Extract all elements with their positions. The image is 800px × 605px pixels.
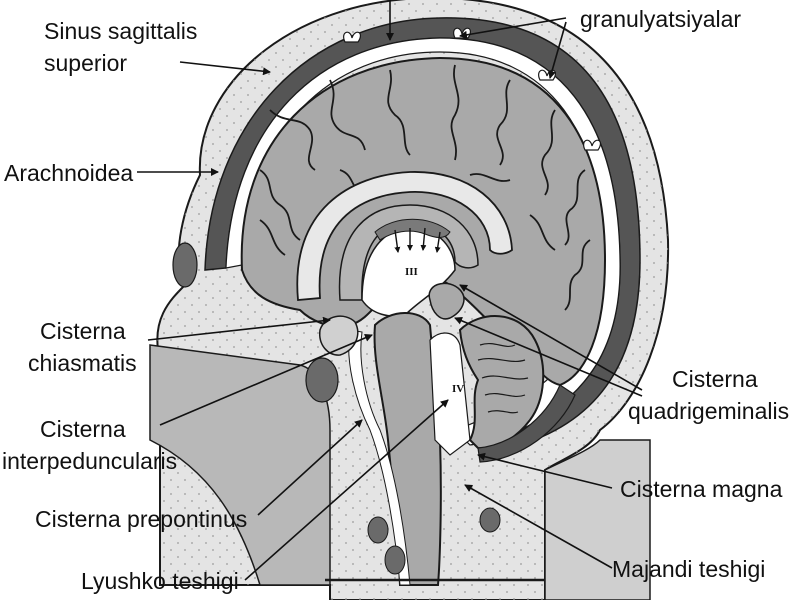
sphenoid-sinus <box>305 357 339 403</box>
vertebra-2 <box>384 545 406 575</box>
brainstem-outer-channel <box>348 329 411 586</box>
gyri-lines <box>259 64 591 311</box>
quadrigeminal-bump <box>428 282 465 320</box>
choroid-plexus <box>374 218 451 241</box>
label-arachnoidea: Arachnoidea <box>4 160 134 186</box>
label-quadrigeminalis-line2: quadrigeminalis <box>628 398 790 424</box>
label-granulations: granulyatsiyalar <box>580 6 742 32</box>
label-prepontinus: Cisterna prepontinus <box>35 506 248 532</box>
vertebra-1 <box>367 516 389 544</box>
label-chiasmatis-line2: chiasmatis <box>28 350 137 376</box>
label-interpeduncularis-line2: interpeduncularis <box>2 448 178 474</box>
label-interpeduncularis-line1: Cisterna <box>40 416 126 442</box>
ventricle-iii-mark: III <box>405 266 418 278</box>
label-majandi: Majandi teshigi <box>612 556 766 582</box>
csf-flow-arrows-third <box>394 227 441 253</box>
label-quadrigeminalis-line1: Cisterna <box>672 366 758 392</box>
vertebra-3 <box>479 507 501 533</box>
frontal-sinus <box>172 242 198 288</box>
leader-lines <box>137 0 643 581</box>
label-sinus-sagittalis-line2: superior <box>44 50 128 76</box>
cisterna-magna-fill <box>477 384 576 463</box>
subarachnoid-space <box>225 37 621 446</box>
fourth-ventricle <box>429 332 471 456</box>
label-sinus-sagittalis-line1: Sinus sagittalis <box>44 18 198 44</box>
ventricle-iv-mark: IV <box>452 383 464 395</box>
neck-region <box>544 439 651 601</box>
corpus-callosum <box>296 171 513 301</box>
label-chiasmatis-line1: Cisterna <box>40 318 126 344</box>
cerebellum-folia <box>477 342 529 414</box>
label-cisterna-magna: Cisterna magna <box>620 476 783 502</box>
label-lyushko: Lyushko teshigi <box>81 568 239 594</box>
